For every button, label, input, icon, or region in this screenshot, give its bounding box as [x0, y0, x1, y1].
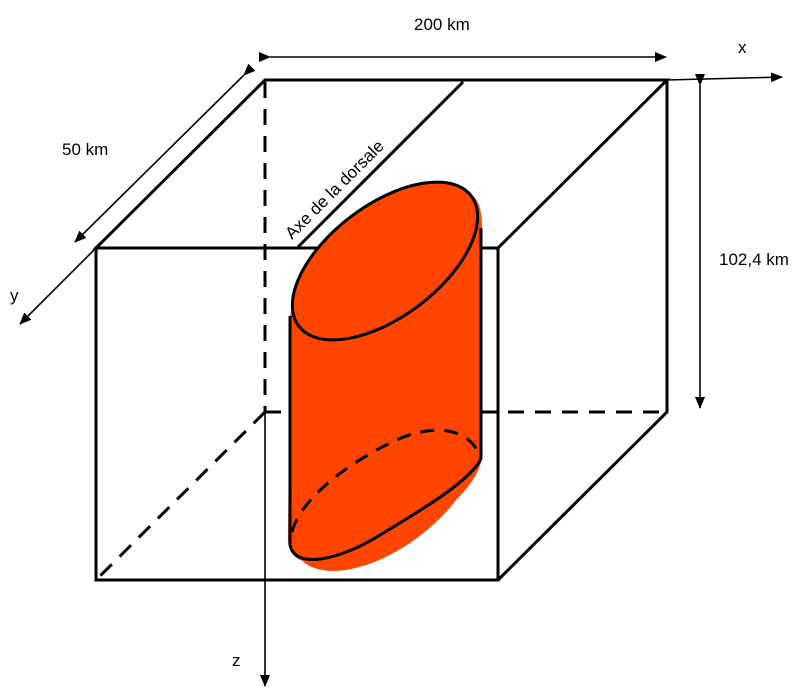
z-axis-label: z	[232, 651, 241, 670]
ridge-axis-line	[296, 80, 465, 249]
x-axis-arrow	[666, 72, 783, 83]
melt-body-top-outline	[290, 180, 480, 342]
melt-body-bottom-outline-front	[288, 458, 483, 561]
width-label: 200 km	[414, 15, 470, 34]
box-front-face	[94, 246, 500, 582]
box-right-face	[496, 80, 669, 582]
height-label: 102,4 km	[719, 250, 789, 269]
y-axis-label: y	[10, 286, 19, 305]
x-axis-label: x	[738, 38, 747, 57]
y-axis-arrow	[19, 247, 97, 325]
hidden-bottom-depth-edge	[94, 410, 267, 582]
melt-body-bottom-outline-back	[290, 428, 483, 533]
melt-body-bottom-cap	[292, 413, 478, 571]
depth-label: 50 km	[62, 140, 108, 159]
depth-dimension-arrow	[74, 63, 256, 243]
melt-body-top-cap	[292, 182, 478, 340]
